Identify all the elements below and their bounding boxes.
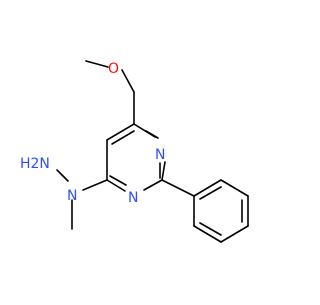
bond-c4-n-hydrazine	[82, 179, 108, 191]
bond-c5-c6	[106, 123, 135, 141]
atom-labels: O N N H2N N	[20, 61, 165, 206]
bonds	[56, 60, 249, 243]
bond-n-top-c2	[161, 161, 166, 181]
molecule-structure: O N N H2N N	[20, 60, 249, 243]
bond-ch3-o	[85, 60, 109, 68]
bond-ph-1-inner	[199, 186, 222, 200]
bond-n-nh2	[56, 169, 69, 182]
bond-c6-n-top-2	[145, 130, 159, 139]
bond-n-bottom-c4	[106, 179, 126, 192]
pyrimidine-n-top-label: N	[155, 147, 165, 163]
hydrazine-nh2-label: H2N	[20, 156, 50, 172]
bond-o-ch2	[121, 69, 135, 93]
oxygen-label: O	[108, 61, 119, 77]
bond-ph-4	[220, 225, 249, 243]
bond-ph-5-inner	[199, 222, 222, 236]
hydrazine-n-label: N	[67, 188, 77, 204]
bond-n-bottom-c4-inner	[109, 175, 127, 186]
bond-c2-phenyl	[161, 179, 195, 197]
structure-canvas: O N N H2N N	[20, 60, 249, 243]
bond-c2-n-bottom	[143, 179, 163, 191]
bond-ph-2	[220, 179, 249, 197]
bond-c5-c6-inner	[111, 130, 135, 145]
bond-ph-5	[193, 225, 222, 243]
bond-ph-1	[193, 179, 222, 197]
pyrimidine-n-bottom-label: N	[128, 190, 138, 206]
